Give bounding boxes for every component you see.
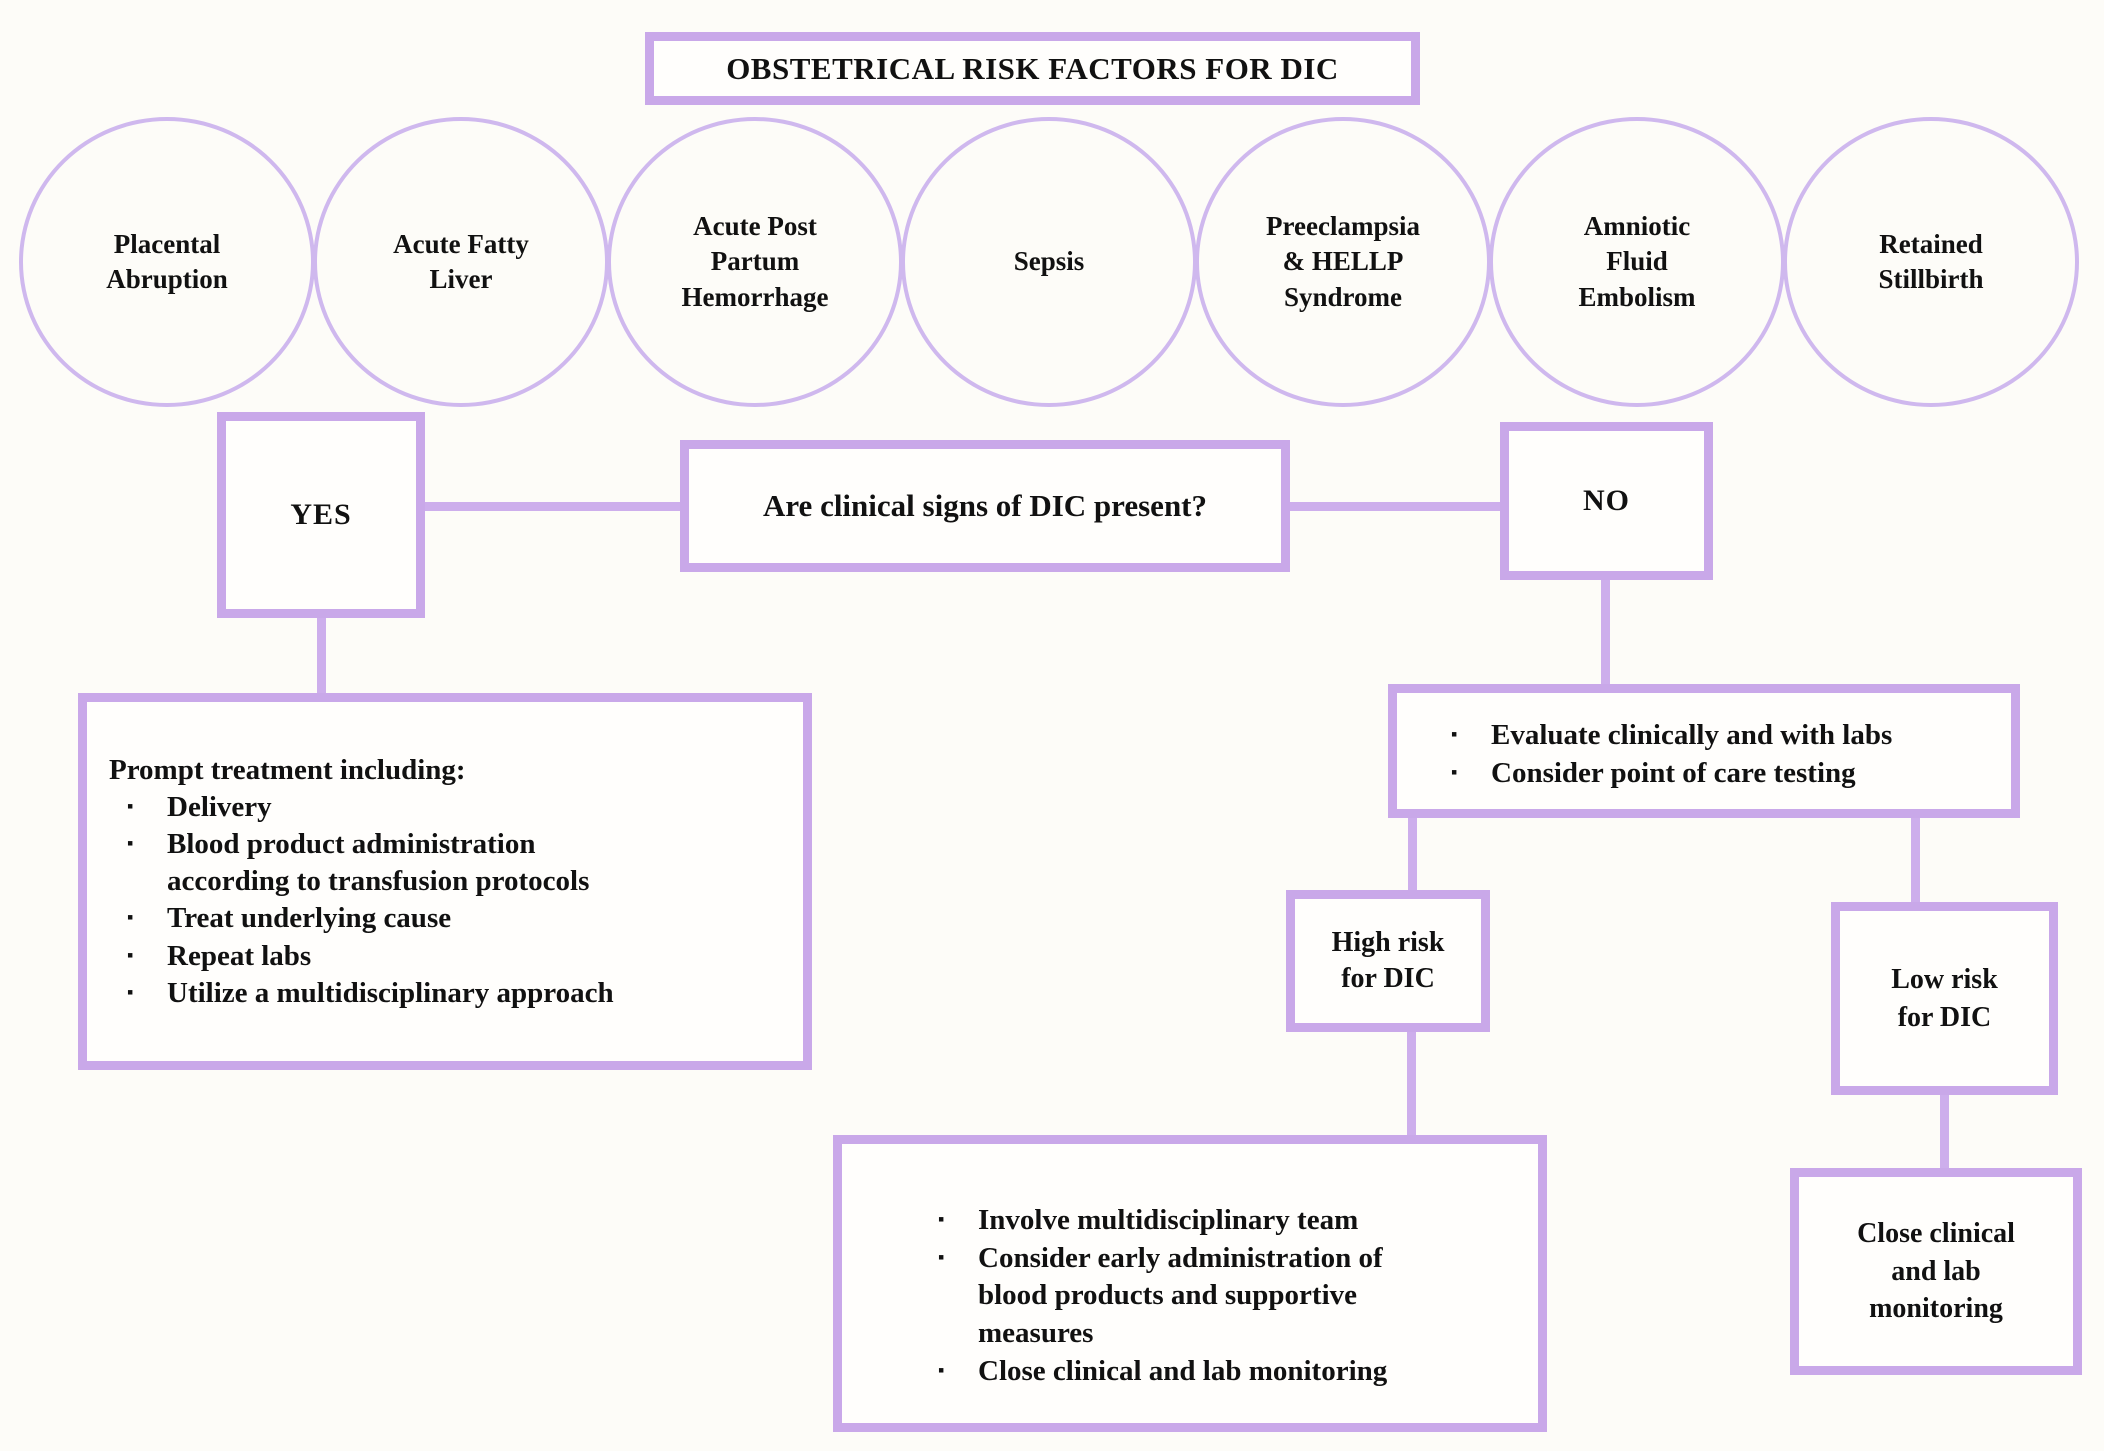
risk-label: Preeclampsia & HELLP Syndrome xyxy=(1266,211,1420,312)
bullet-icon: ▪ xyxy=(938,1209,945,1229)
list-item: ▪Consider point of care testing xyxy=(1433,755,1892,793)
list-item: ▪Delivery xyxy=(109,789,657,826)
list-item: ▪Treat underlying cause xyxy=(109,900,657,937)
monitoring-label: Close clinical and lab monitoring xyxy=(1857,1217,2015,1325)
risk-label: Placental Abruption xyxy=(106,228,228,294)
evaluate-box: ▪Evaluate clinically and with labs ▪Cons… xyxy=(1388,684,2020,818)
connector-evaluate-to-high-risk xyxy=(1408,816,1417,892)
connector-yes-to-treatment xyxy=(317,616,326,695)
risk-circle-amniotic-fluid-embolism: Amniotic Fluid Embolism xyxy=(1489,117,1785,407)
list-item: ▪Blood product administration according … xyxy=(109,826,657,900)
risk-label: Amniotic Fluid Embolism xyxy=(1578,211,1696,312)
risk-label: Acute Fatty Liver xyxy=(393,228,529,294)
risk-circle-acute-fatty-liver: Acute Fatty Liver xyxy=(313,117,609,407)
risk-label: Acute Post Partum Hemorrhage xyxy=(681,211,829,312)
connector-high-risk-to-details xyxy=(1407,1030,1416,1137)
bullet-icon: ▪ xyxy=(1451,724,1458,744)
risk-label: Retained Stillbirth xyxy=(1878,228,1984,294)
low-risk-monitoring-box: Close clinical and lab monitoring xyxy=(1790,1168,2082,1375)
high-risk-box: High risk for DIC xyxy=(1286,890,1490,1032)
list-item: ▪Consider early administration of blood … xyxy=(920,1240,1423,1353)
treatment-heading: Prompt treatment including: xyxy=(109,754,466,786)
low-risk-label: Low risk for DIC xyxy=(1891,963,1998,1033)
question-box: Are clinical signs of DIC present? xyxy=(680,440,1290,572)
diagram-title: OBSTETRICAL RISK FACTORS FOR DIC xyxy=(726,50,1339,86)
diagram-title-box: OBSTETRICAL RISK FACTORS FOR DIC xyxy=(645,32,1420,105)
list-item: ▪Repeat labs xyxy=(109,938,657,975)
risk-circle-postpartum-hemorrhage: Acute Post Partum Hemorrhage xyxy=(607,117,903,407)
list-item: ▪Involve multidisciplinary team xyxy=(920,1202,1423,1240)
yes-label: YES xyxy=(290,498,352,531)
no-label: NO xyxy=(1583,484,1630,517)
high-risk-label: High risk for DIC xyxy=(1331,926,1445,994)
connector-no-to-evaluate xyxy=(1601,578,1610,686)
bullet-icon: ▪ xyxy=(127,796,134,817)
risk-label: Sepsis xyxy=(1013,246,1085,277)
bullet-icon: ▪ xyxy=(127,907,134,928)
risk-circle-preeclampsia-hellp: Preeclampsia & HELLP Syndrome xyxy=(1195,117,1491,407)
yes-box: YES xyxy=(217,412,425,618)
low-risk-box: Low risk for DIC xyxy=(1831,902,2058,1095)
bullet-icon: ▪ xyxy=(938,1246,945,1267)
bullet-icon: ▪ xyxy=(1451,761,1458,782)
high-risk-details-box: ▪Involve multidisciplinary team ▪Conside… xyxy=(833,1135,1547,1432)
connector-yes-to-question xyxy=(425,502,680,511)
list-item: ▪Evaluate clinically and with labs xyxy=(1433,717,1892,755)
connector-low-risk-to-monitoring xyxy=(1940,1093,1949,1170)
connector-evaluate-to-low-risk xyxy=(1911,816,1920,904)
no-box: NO xyxy=(1500,422,1713,580)
treatment-box: Prompt treatment including: ▪Delivery ▪B… xyxy=(78,693,812,1070)
risk-circle-placental-abruption: Placental Abruption xyxy=(19,117,315,407)
bullet-icon: ▪ xyxy=(127,981,134,1002)
risk-circle-sepsis: Sepsis xyxy=(901,117,1197,407)
bullet-icon: ▪ xyxy=(127,833,134,854)
list-item: ▪Close clinical and lab monitoring xyxy=(920,1353,1423,1391)
risk-circle-retained-stillbirth: Retained Stillbirth xyxy=(1783,117,2079,407)
bullet-icon: ▪ xyxy=(938,1359,945,1380)
list-item: ▪Utilize a multidisciplinary approach xyxy=(109,975,657,1012)
bullet-icon: ▪ xyxy=(127,944,134,965)
connector-question-to-no xyxy=(1290,502,1500,511)
question-text: Are clinical signs of DIC present? xyxy=(762,488,1208,523)
